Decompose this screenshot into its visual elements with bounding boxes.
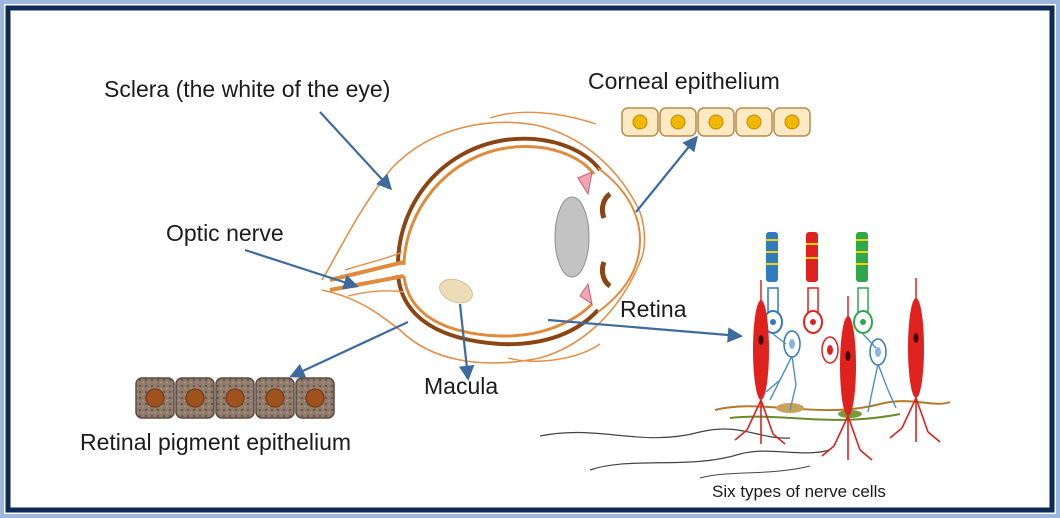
label-nerve-cells-caption: Six types of nerve cells bbox=[712, 482, 886, 502]
corneal-epithelium-cells bbox=[622, 108, 810, 136]
label-corneal-epithelium: Corneal epithelium bbox=[588, 68, 780, 95]
label-retinal-pigment-epithelium: Retinal pigment epithelium bbox=[80, 429, 351, 456]
corneal-cell bbox=[660, 108, 696, 136]
corneal-cell bbox=[774, 108, 810, 136]
label-retina: Retina bbox=[620, 296, 686, 323]
corneal-cell bbox=[622, 108, 658, 136]
lens bbox=[555, 197, 589, 277]
rpe-cell bbox=[176, 378, 214, 418]
rpe-cell bbox=[256, 378, 294, 418]
corneal-cell bbox=[736, 108, 772, 136]
rpe-cell bbox=[296, 378, 334, 418]
label-sclera: Sclera (the white of the eye) bbox=[104, 76, 390, 103]
retinal-pigment-epithelium-cells bbox=[136, 378, 334, 418]
label-macula: Macula bbox=[424, 373, 498, 400]
rpe-cell bbox=[216, 378, 254, 418]
label-optic-nerve: Optic nerve bbox=[166, 220, 284, 247]
corneal-cell bbox=[698, 108, 734, 136]
rpe-cell bbox=[136, 378, 174, 418]
